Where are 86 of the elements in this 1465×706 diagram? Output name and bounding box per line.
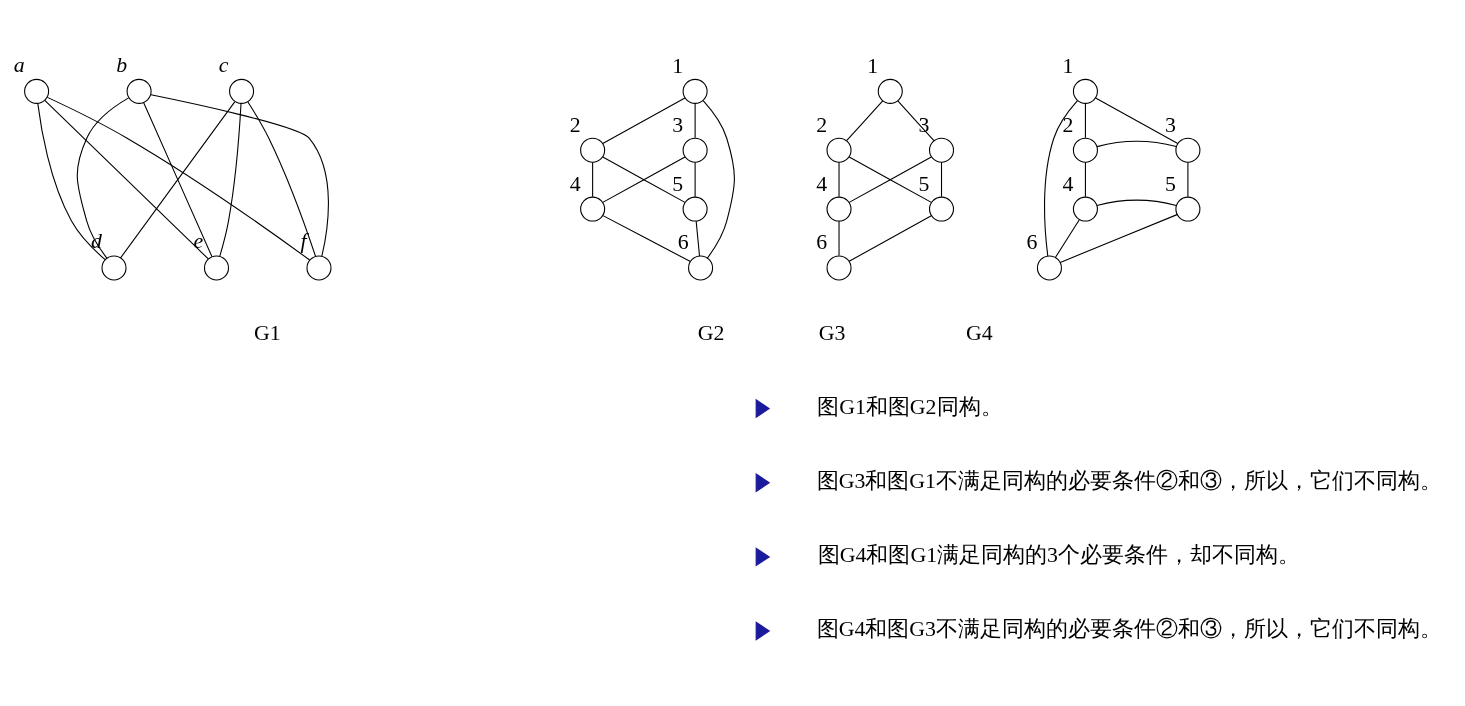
- node-circle: [1174, 196, 1200, 222]
- node-label: 1: [1062, 53, 1073, 78]
- node-label: 4: [569, 171, 581, 196]
- connector: [694, 161, 696, 198]
- node-circle: [579, 196, 605, 222]
- node-circle: [826, 255, 852, 281]
- connector: [1096, 199, 1177, 207]
- node-label: 1: [866, 53, 878, 78]
- label: 图G4和图G3不满足同构的必要条件②和③，所以，它们不同构。: [816, 617, 1442, 642]
- connector: [1054, 219, 1080, 258]
- connector: [838, 161, 840, 198]
- node-label: 2: [569, 112, 581, 137]
- node-circle: [928, 137, 954, 163]
- node-circle: [682, 78, 708, 104]
- connector: [246, 101, 316, 257]
- node-label: 6: [677, 230, 689, 255]
- node-label: b: [115, 52, 127, 77]
- connector: [149, 94, 329, 257]
- node-label: 6: [1026, 230, 1037, 255]
- node-circle: [23, 78, 49, 104]
- connector: [119, 101, 235, 259]
- connector: [601, 156, 685, 203]
- node-circle: [826, 137, 852, 163]
- connector: [76, 97, 129, 259]
- node-circle: [1072, 196, 1098, 222]
- node-circle: [100, 255, 127, 281]
- node-circle: [1072, 78, 1098, 104]
- node-circle: [682, 196, 708, 222]
- connector: [46, 96, 310, 261]
- connector: [845, 100, 883, 142]
- label: G4: [965, 320, 993, 345]
- label: G1: [253, 320, 281, 345]
- node-circle: [579, 137, 605, 163]
- node-circle: [877, 78, 903, 104]
- node-label: 5: [1164, 171, 1176, 196]
- connector: [601, 215, 691, 263]
- node-label: 2: [1062, 112, 1073, 137]
- connector: [591, 161, 593, 198]
- node-label: 5: [671, 171, 683, 196]
- connector: [1043, 100, 1078, 257]
- connector: [43, 99, 209, 260]
- connector: [218, 103, 242, 257]
- connector: [1084, 161, 1086, 198]
- label: 图G3和图G1不满足同构的必要条件②和③，所以，它们不同构。: [816, 469, 1442, 494]
- node-label: 3: [671, 112, 683, 137]
- connector: [36, 102, 106, 261]
- connector: [838, 220, 840, 257]
- node-circle: [203, 255, 229, 281]
- label: 图G4和图G1满足同构的3个必要条件，却不同构。: [817, 543, 1300, 568]
- connector: [940, 161, 942, 198]
- connector: [1084, 102, 1086, 139]
- connector: [702, 100, 735, 259]
- connector: [142, 102, 213, 258]
- connector: [848, 156, 932, 203]
- node-circle: [687, 255, 713, 281]
- connector: [601, 97, 685, 145]
- node-circle: [305, 255, 331, 281]
- node-label: c: [218, 52, 228, 77]
- node-label: 6: [815, 230, 827, 255]
- node-circle: [1036, 255, 1062, 281]
- connector: [848, 215, 932, 262]
- node-circle: [928, 196, 954, 222]
- node-circle: [826, 196, 852, 222]
- connector: [1186, 161, 1188, 198]
- connector: [694, 102, 696, 139]
- connector: [1059, 214, 1178, 263]
- label: G2: [697, 320, 724, 345]
- label: 图G1和图G2同构。: [816, 395, 1002, 420]
- node-label: 2: [815, 112, 827, 137]
- node-label: 3: [1164, 112, 1176, 137]
- node-circle: [228, 78, 254, 104]
- node-circle: [1072, 137, 1098, 163]
- node-circle: [682, 137, 708, 163]
- node-circle: [1174, 137, 1200, 163]
- connector: [1094, 97, 1178, 145]
- node-label: 1: [671, 53, 683, 78]
- connector: [1096, 140, 1177, 148]
- connector: [695, 220, 700, 257]
- node-label: 5: [918, 171, 930, 196]
- node-label: 4: [1062, 171, 1073, 196]
- label: G3: [818, 320, 845, 345]
- node-label: 4: [815, 171, 827, 196]
- node-label: a: [13, 52, 25, 77]
- node-circle: [126, 78, 152, 104]
- connector: [896, 100, 934, 142]
- node-label: e: [193, 229, 203, 254]
